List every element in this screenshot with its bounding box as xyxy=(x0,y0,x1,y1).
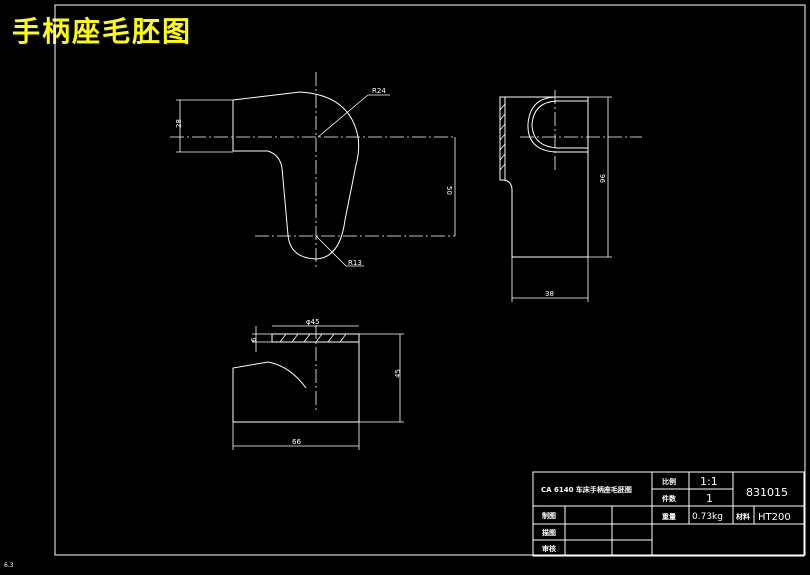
bottom-view: φ45 6 45 66 xyxy=(232,318,404,450)
title-block: CA 6140 车床手柄座毛胚图 比例 1:1 件数 1 831015 重量 0… xyxy=(532,471,805,557)
dim-28: 28 xyxy=(175,119,183,128)
designer-label: 描图 xyxy=(542,528,556,537)
corner-note: 6.3 xyxy=(4,562,14,569)
weight-label: 重量 xyxy=(662,512,676,521)
handle-seat-outline xyxy=(232,91,360,260)
front-view: 28 50 R24 R13 xyxy=(170,72,456,270)
material-value: HT200 xyxy=(758,512,791,523)
dim-45: 45 xyxy=(394,369,402,378)
drawing-frame xyxy=(54,4,806,556)
part-name: CA 6140 车床手柄座毛胚图 xyxy=(541,485,632,494)
material-label: 材料 xyxy=(735,512,750,521)
weight-value: 0.73kg xyxy=(692,512,723,522)
side-view: 96 38 xyxy=(499,90,642,302)
checker-label: 审核 xyxy=(542,544,556,553)
scale-label: 比例 xyxy=(662,477,676,486)
dim-6: 6 xyxy=(250,337,258,342)
dim-96: 96 xyxy=(598,174,606,183)
drawn-label: 制图 xyxy=(542,511,556,520)
scale-value: 1:1 xyxy=(700,475,718,488)
dim-phi45: φ45 xyxy=(306,318,320,326)
drawing-title: 手柄座毛胚图 xyxy=(12,15,193,48)
dim-r13: R13 xyxy=(348,259,362,267)
dim-66: 66 xyxy=(292,438,301,446)
dim-50: 50 xyxy=(445,186,453,195)
drawing-number: 831015 xyxy=(746,486,788,499)
qty-value: 1 xyxy=(706,492,713,505)
dim-38: 38 xyxy=(545,290,554,298)
qty-label: 件数 xyxy=(662,494,677,503)
dim-r24: R24 xyxy=(372,87,386,95)
